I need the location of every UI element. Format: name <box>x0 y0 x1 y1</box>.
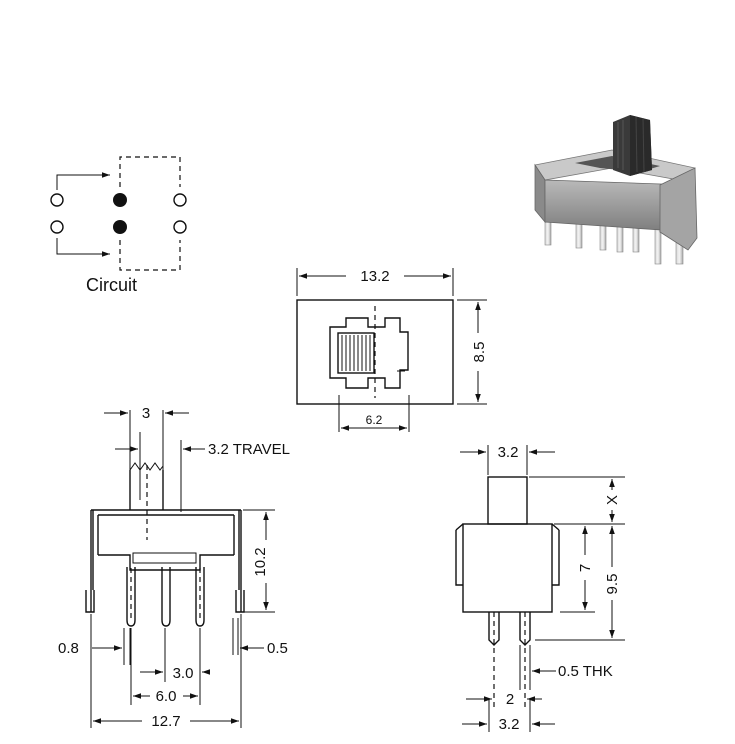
front-pin-right <box>195 567 205 627</box>
side-bottom-width-label: 3.2 <box>499 716 520 733</box>
top-inner-label: 6.2 <box>366 413 383 427</box>
circuit-dashed-top <box>119 156 181 187</box>
contact-open-2 <box>50 220 64 234</box>
contact-open-4 <box>173 220 187 234</box>
front-pitch-label: 3.0 <box>173 665 194 682</box>
front-outer-pins-label: 6.0 <box>156 688 177 705</box>
side-body-height-label: 7 <box>577 564 594 572</box>
circuit-link-bottom <box>56 238 110 257</box>
front-pin-left <box>126 567 136 627</box>
front-actuator <box>129 470 164 510</box>
side-pin-right <box>519 612 531 646</box>
top-knob <box>337 332 375 374</box>
contact-open-1 <box>50 193 64 207</box>
side-actuator-label: 3.2 <box>498 444 519 461</box>
slot-outline <box>329 317 409 389</box>
circuit-label: Circuit <box>86 275 137 295</box>
circuit-dashed-bottom <box>119 240 181 271</box>
front-height-label: 10.2 <box>252 547 269 576</box>
contact-common-2 <box>113 220 127 234</box>
front-body <box>90 509 242 612</box>
contact-open-3 <box>173 193 187 207</box>
circuit-diagram: Circuit <box>50 156 187 295</box>
side-thk-label: 0.5 THK <box>558 663 613 680</box>
front-pin-thk-label: 0.5 <box>267 640 288 657</box>
side-pin-spacing-label: 2 <box>506 691 514 708</box>
front-travel-label: 3.2 TRAVEL <box>208 441 290 458</box>
contact-common-1 <box>113 193 127 207</box>
top-view-outline <box>296 299 454 405</box>
side-total-height-label: 9.5 <box>604 574 621 595</box>
front-actuator-label: 3 <box>142 405 150 422</box>
front-pin-width-label: 0.8 <box>58 640 79 657</box>
top-height-label: 8.5 <box>471 342 488 363</box>
top-width-label: 13.2 <box>360 268 389 285</box>
side-actuator <box>487 476 528 525</box>
side-body <box>462 523 553 613</box>
circuit-link-top <box>56 172 110 190</box>
switch-photo <box>534 115 698 265</box>
side-view: 3.2 X 7 9.5 0.5 THK <box>455 444 625 733</box>
front-pin-middle <box>161 567 171 627</box>
front-width-label: 12.7 <box>151 713 180 730</box>
side-x-label: X <box>604 495 621 505</box>
top-view: 13.2 8.5 6.2 <box>296 268 488 432</box>
front-view: 3 3.2 TRAVEL 10.2 0.8 <box>58 405 290 730</box>
